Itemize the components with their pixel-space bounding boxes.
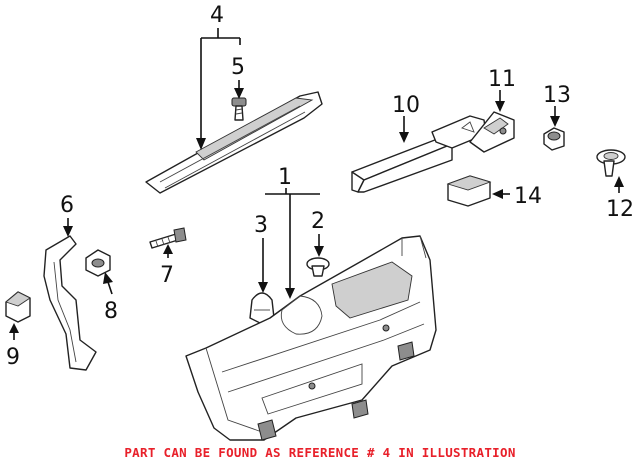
part-6-side-trim	[43, 235, 97, 371]
part-1-trim-panel	[185, 235, 437, 441]
callout-4: 4	[210, 3, 224, 28]
part-5-screw	[231, 97, 247, 121]
callout-3: 3	[254, 213, 268, 238]
callout-2: 2	[311, 209, 325, 234]
callout-14: 14	[514, 184, 542, 209]
part-10-handle	[351, 115, 487, 193]
part-11-bracket	[469, 111, 515, 153]
callout-9: 9	[6, 345, 20, 370]
part-9-block	[5, 291, 31, 323]
callout-13: 13	[543, 83, 571, 108]
part-12-pin	[596, 149, 626, 177]
part-2-clip	[306, 257, 330, 277]
callout-1: 1	[278, 165, 292, 190]
callout-8: 8	[104, 299, 118, 324]
callout-5: 5	[231, 55, 245, 80]
callout-7: 7	[160, 263, 174, 288]
part-7-bolt	[149, 227, 187, 249]
callout-6: 6	[60, 193, 74, 218]
part-4-trim-strip	[145, 91, 323, 194]
callout-11: 11	[488, 67, 516, 92]
part-14-pad	[446, 175, 492, 207]
part-13-nut	[543, 127, 565, 151]
callout-12: 12	[606, 197, 634, 222]
part-8-clip	[85, 249, 111, 277]
callout-labels: 4 5 10 11 13 12 14 6 7 8 9 1 3 2	[6, 3, 634, 370]
callout-10: 10	[392, 93, 420, 118]
reference-footnote: PART CAN BE FOUND AS REFERENCE # 4 IN IL…	[124, 445, 516, 460]
leader-lines	[9, 28, 624, 340]
